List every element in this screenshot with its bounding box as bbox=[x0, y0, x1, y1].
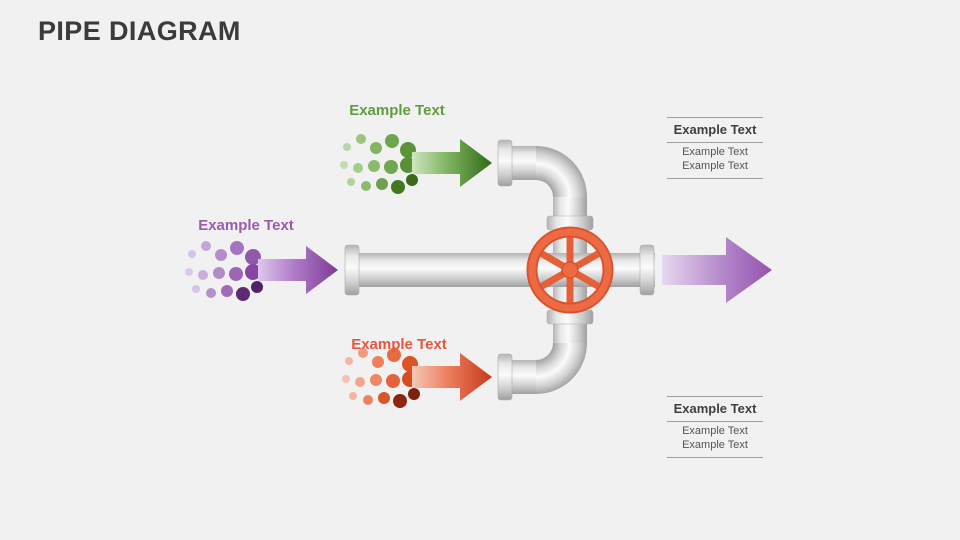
info-block-top-heading: Example Text bbox=[667, 118, 763, 143]
output-flow-arrow bbox=[662, 237, 772, 303]
green-flow-arrow bbox=[412, 139, 492, 187]
flange-left-end bbox=[344, 244, 360, 296]
purple-flow-arrow bbox=[258, 246, 338, 294]
red-flow-arrow bbox=[412, 353, 492, 401]
pipe-bottom-bend bbox=[536, 343, 587, 394]
flange-bottom-opening bbox=[497, 353, 513, 401]
info-block-top: Example Text Example Text Example Text bbox=[667, 117, 763, 179]
purple-flow-label: Example Text bbox=[198, 217, 294, 234]
info-block-top-lines: Example Text Example Text bbox=[667, 143, 763, 179]
red-dot-trail bbox=[342, 348, 420, 408]
pipe-top-bend bbox=[536, 146, 587, 197]
flange-top-opening bbox=[497, 139, 513, 187]
info-block-bottom: Example Text Example Text Example Text bbox=[667, 396, 763, 458]
info-block-bottom-line2: Example Text bbox=[682, 438, 748, 451]
info-block-top-line2: Example Text bbox=[682, 159, 748, 172]
green-dot-trail bbox=[340, 134, 418, 194]
page-title: PIPE DIAGRAM bbox=[38, 16, 241, 46]
info-block-top-line1: Example Text bbox=[682, 146, 748, 158]
info-block-bottom-lines: Example Text Example Text bbox=[667, 422, 763, 458]
purple-dot-trail bbox=[185, 241, 263, 301]
red-flow-label: Example Text bbox=[351, 336, 447, 353]
flange-right-end bbox=[639, 244, 655, 296]
valve-handwheel-icon bbox=[526, 226, 614, 314]
green-flow-label: Example Text bbox=[349, 102, 445, 119]
info-block-bottom-line1: Example Text bbox=[682, 425, 748, 437]
info-block-bottom-heading: Example Text bbox=[667, 397, 763, 422]
